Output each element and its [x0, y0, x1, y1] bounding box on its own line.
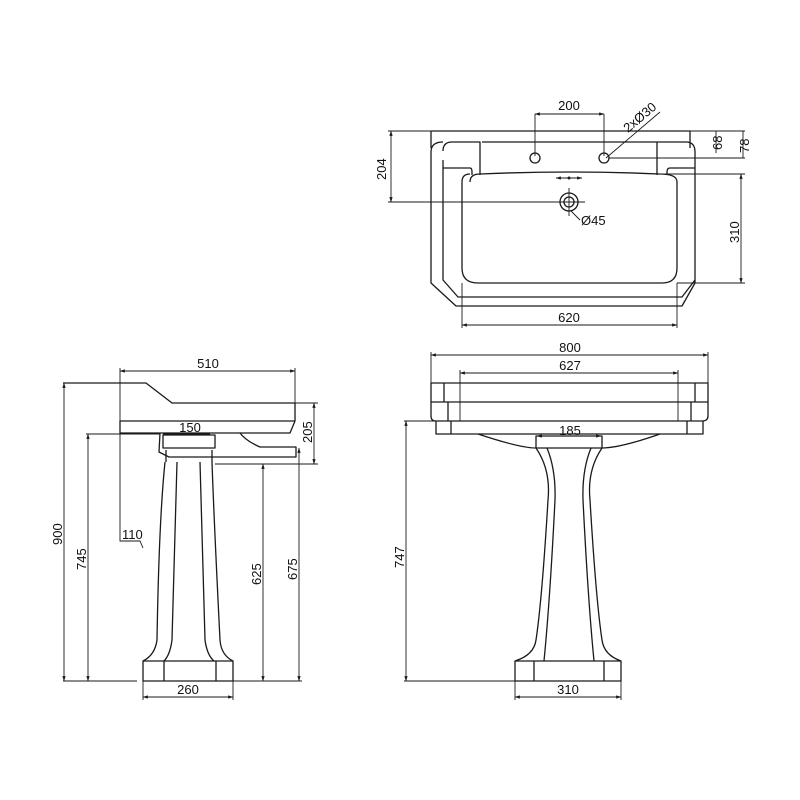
dim-base-depth: 260 [177, 682, 199, 697]
dim-waste-offset: 110 [122, 527, 143, 542]
front-elevation: 800 627 185 747 310 [392, 340, 709, 700]
dim-overall-width: 800 [559, 340, 581, 355]
dim-inner-width: 627 [559, 358, 581, 373]
dim-rim-68: 68 [710, 136, 725, 150]
dim-bowl-width: 620 [558, 310, 580, 325]
dim-tap-spacing: 200 [558, 98, 580, 113]
dim-base-width: 310 [557, 682, 579, 697]
dim-height-625: 625 [249, 563, 264, 585]
dim-height-675: 675 [285, 558, 300, 580]
plan-view: 200 2xØ30 68 78 204 310 620 Ø45 [374, 98, 752, 328]
dim-waste: Ø45 [581, 213, 606, 228]
side-elevation: 510 205 150 900 745 110 625 675 260 [50, 356, 318, 700]
dim-basin-height: 205 [300, 421, 315, 443]
dim-height-745: 745 [74, 548, 89, 570]
dim-depth-204: 204 [374, 158, 389, 180]
dim-pedestal-top: 150 [179, 420, 201, 435]
dim-pedestal-height: 747 [392, 546, 407, 568]
dim-projection: 510 [197, 356, 219, 371]
dim-pedestal-top-front: 185 [559, 423, 581, 438]
dim-overall-height: 900 [50, 523, 65, 545]
dim-rim-78: 78 [737, 139, 752, 153]
dim-bowl-depth: 310 [727, 221, 742, 243]
